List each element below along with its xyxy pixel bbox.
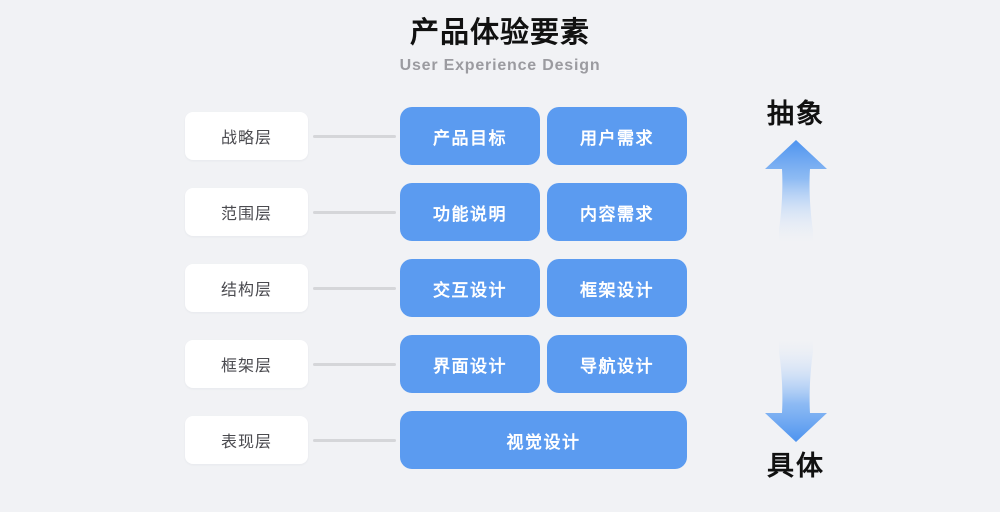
connector-line [308,411,400,469]
element-box-functional-spec[interactable]: 功能说明 [400,183,540,241]
element-box-label: 框架设计 [580,280,654,300]
element-box-label: 交互设计 [433,280,507,300]
ux-elements-diagram: 战略层 产品目标 用户需求 范围层 功能说明 内容需求 结构 [185,107,687,469]
connector-line [308,107,400,165]
diagram-row: 表现层 视觉设计 [185,411,687,469]
element-box-label: 用户需求 [580,128,654,148]
arrow-down-gradient-icon [765,341,827,443]
arrow-up-gradient-icon [765,139,827,241]
layer-card-label: 战略层 [220,130,272,147]
box-group: 视觉设计 [400,411,687,469]
axis-top-label: 抽象 [767,99,825,129]
layer-card-label: 结构层 [220,282,272,299]
element-box-label: 功能说明 [433,204,507,224]
element-box-navigation-design[interactable]: 导航设计 [547,335,687,393]
page-title: 产品体验要素 [409,17,590,49]
element-box-label: 产品目标 [433,128,507,148]
abstraction-axis: 抽象 具体 [726,99,866,482]
layer-card-surface[interactable]: 表现层 [185,416,308,464]
box-group: 产品目标 用户需求 [400,107,687,165]
axis-bottom-label: 具体 [767,451,825,482]
element-box-label: 导航设计 [580,356,654,376]
layer-card-scope[interactable]: 范围层 [185,188,308,236]
layer-card-label: 范围层 [220,206,272,223]
connector-line [308,335,400,393]
layer-card-label: 表现层 [220,434,272,451]
element-box-label: 内容需求 [580,204,654,224]
diagram-row: 结构层 交互设计 框架设计 [185,259,687,317]
diagram-row: 范围层 功能说明 内容需求 [185,183,687,241]
box-group: 界面设计 导航设计 [400,335,687,393]
element-box-product-goal[interactable]: 产品目标 [400,107,540,165]
connector-line [308,259,400,317]
element-box-user-needs[interactable]: 用户需求 [547,107,687,165]
layer-card-skeleton[interactable]: 框架层 [185,340,308,388]
box-group: 功能说明 内容需求 [400,183,687,241]
element-box-content-requirements[interactable]: 内容需求 [547,183,687,241]
layer-card-label: 框架层 [220,358,272,375]
element-box-interface-design[interactable]: 界面设计 [400,335,540,393]
layer-card-structure[interactable]: 结构层 [185,264,308,312]
page-header: 产品体验要素 User Experience Design [0,14,1000,75]
element-box-label: 视觉设计 [506,432,581,452]
diagram-row: 战略层 产品目标 用户需求 [185,107,687,165]
element-box-visual-design[interactable]: 视觉设计 [400,411,687,469]
box-group: 交互设计 框架设计 [400,259,687,317]
element-box-information-architecture[interactable]: 框架设计 [547,259,687,317]
diagram-row: 框架层 界面设计 导航设计 [185,335,687,393]
layer-card-strategy[interactable]: 战略层 [185,112,308,160]
element-box-interaction-design[interactable]: 交互设计 [400,259,540,317]
page-subtitle: User Experience Design [399,57,601,75]
element-box-label: 界面设计 [433,356,507,376]
connector-line [308,183,400,241]
